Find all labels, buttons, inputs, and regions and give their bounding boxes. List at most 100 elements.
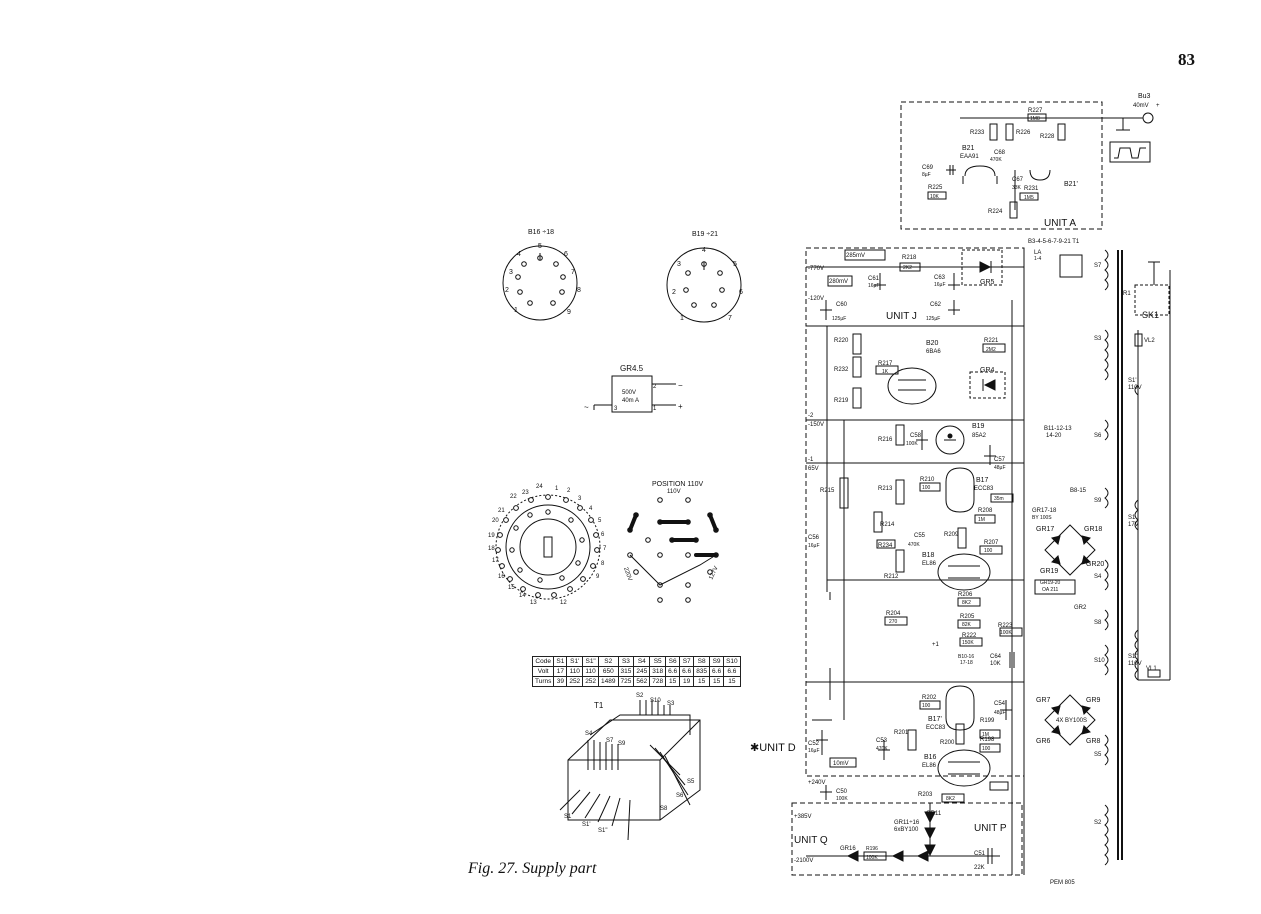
lbl-c54: C54 — [994, 701, 1006, 707]
lbl-r202: R202 — [922, 695, 937, 701]
unit-a-label: UNIT A — [1044, 218, 1076, 229]
gr17-18-label: GR17-18 — [1032, 508, 1057, 514]
c51-value: 22K — [974, 865, 985, 871]
lbl-r207: R207 — [984, 540, 999, 546]
lbl-r205: R205 — [960, 614, 975, 620]
lbl-c62: C62 — [930, 302, 942, 308]
gr20-label: GR20 — [1086, 561, 1104, 568]
selector-contact-23: 23 — [522, 490, 529, 496]
s10-label: S10 — [1094, 658, 1105, 664]
gr11-label: GR11 — [926, 811, 942, 817]
selector-contact-12: 12 — [560, 600, 567, 606]
selector-contact-20: 20 — [492, 518, 499, 524]
lbl-c58: C58 — [910, 433, 922, 439]
lbl-r231: R231 — [1024, 186, 1039, 192]
b16-pin-7: 7 — [571, 269, 575, 276]
lbl-c60-val: 125µF — [832, 316, 846, 322]
s6-label: S6 — [1094, 433, 1102, 439]
selector-contact-14: 14 — [519, 593, 526, 599]
b8-label: B8-15 — [1070, 488, 1087, 494]
lbl-c50-val: 100K — [836, 796, 848, 802]
unit-a-frame — [900, 101, 1103, 230]
lbl-b16: B16 — [924, 754, 937, 761]
th-s7: S7 — [679, 656, 695, 667]
r1-label: R1 — [1123, 291, 1131, 297]
lbl-r218: R218 — [902, 255, 917, 261]
c51-label: C51 — [974, 851, 986, 857]
b10-range: 17-18 — [960, 660, 973, 666]
b19-pin-2: 2 — [672, 289, 676, 296]
transformer-s1p: S1' — [582, 822, 590, 828]
b16-pin-8: 8 — [577, 287, 581, 294]
lbl-r203: R203 — [918, 792, 933, 798]
cell: 15 — [709, 676, 725, 687]
gr6-label: GR6 — [1036, 738, 1051, 745]
transformer-s3: S3 — [667, 701, 675, 707]
cell: 15 — [693, 676, 711, 687]
lbl-r204-val: 270 — [889, 619, 898, 625]
cell: 6.6 — [723, 666, 741, 677]
selector-contact-19: 19 — [488, 533, 495, 539]
lbl-c53-val: 470K — [876, 746, 888, 752]
vl2-label: VL2 — [1144, 338, 1155, 344]
lbl-c61: C61 — [868, 276, 880, 282]
lbl-35m: 35m — [994, 496, 1004, 502]
page-number: 83 — [1178, 50, 1195, 69]
lbl-c61-val: 16µF — [868, 283, 880, 289]
b16-pins — [515, 255, 566, 306]
selector-contact-4: 4 — [589, 506, 593, 512]
lbl-ecc83: ECC83 — [974, 486, 994, 492]
lbl-r201: R201 — [894, 730, 909, 736]
th-s1: S1 — [553, 656, 568, 667]
r196-label: R196 — [866, 846, 878, 852]
selector-220v: 220V — [622, 567, 632, 582]
b11-range: 14-20 — [1046, 433, 1062, 439]
th-code: Code — [531, 656, 555, 667]
c64-label: C64 — [990, 654, 1002, 660]
gr45-plus: + — [678, 402, 683, 411]
la-range: 1-4 — [1034, 256, 1041, 262]
lbl-b17p: B17' — [928, 716, 942, 723]
th-s5: S5 — [649, 656, 667, 667]
lbl-r214: R214 — [880, 522, 895, 528]
gr45-title: GR4.5 — [620, 364, 644, 373]
s3-label: S3 — [1094, 336, 1102, 342]
lbl-280mv: 280mV — [829, 279, 848, 285]
b17-tube — [945, 467, 975, 513]
transformer-s10: S10 — [650, 698, 661, 704]
gr19-label: GR19 — [1040, 568, 1058, 575]
lbl-240v: +240V — [808, 780, 826, 786]
th-s3: S3 — [617, 656, 635, 667]
gr8-label: GR8 — [1086, 738, 1101, 745]
b16-base-outline — [502, 245, 578, 321]
c64-value: 10K — [990, 661, 1001, 667]
lbl-r222-val: 150K — [962, 640, 974, 646]
b19-base-outline — [666, 247, 742, 323]
cell: 252 — [566, 676, 584, 687]
lbl-minus1: -1 — [808, 457, 814, 463]
lbl-r221-val: 2M2 — [986, 347, 996, 353]
cell: 835 — [693, 666, 711, 677]
selector-127v: 127V — [708, 566, 719, 581]
lbl-b21: B21 — [962, 145, 975, 152]
vl1-label: VL1 — [1146, 666, 1157, 672]
lbl-r204: R204 — [886, 611, 901, 617]
cell: 15 — [665, 676, 681, 687]
lbl-el86b: EL86 — [922, 763, 937, 769]
lbl-r213: R213 — [878, 486, 893, 492]
svg-labels: B16 ÷18 B19 ÷21 5 4 6 3 7 2 8 1 9 4 3 5 … — [488, 93, 1160, 886]
b19-title: B19 ÷21 — [692, 231, 718, 238]
gr45-ac: ~ — [584, 403, 589, 412]
bu3-label: Bu3 — [1138, 93, 1151, 100]
selector-shaft — [543, 536, 553, 558]
selector-contact-9: 9 — [596, 574, 600, 580]
position-value: 110V — [667, 489, 681, 495]
lbl-r208: R208 — [978, 508, 993, 514]
b18-tube — [937, 553, 991, 591]
lbl-r198-val: 100 — [982, 746, 991, 752]
transformer-title: T1 — [594, 701, 604, 710]
b19-pin-4: 4 — [702, 247, 706, 254]
lbl-c50: C50 — [836, 789, 848, 795]
selector-contact-1: 1 — [555, 486, 559, 492]
lbl-gr5: GR5 — [980, 279, 995, 286]
